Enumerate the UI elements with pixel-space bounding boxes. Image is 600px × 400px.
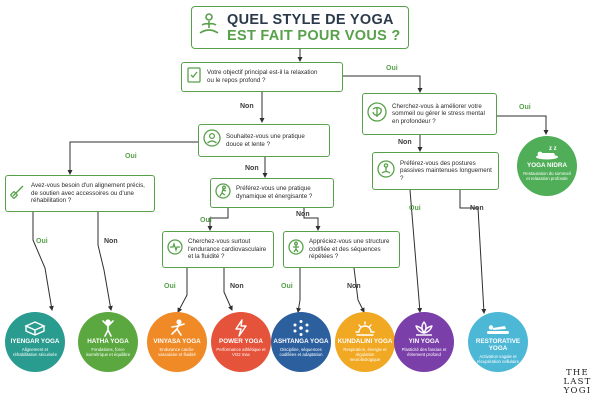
yin-name: YIN YOGA (408, 338, 440, 345)
yoga-nidra-name: YOGA NIDRA (527, 162, 567, 169)
label-q3-no: Non (398, 139, 412, 146)
question-3: Cherchez-vous à améliorer votre sommeil … (362, 93, 497, 135)
standing-person-icon (288, 239, 304, 260)
label-q7-no: Non (230, 283, 244, 290)
question-8-text: Appréciez-vous une structure codifiée et… (309, 238, 390, 261)
result-kundalini: KUNDALINI YOGA Respiration, énergie et r… (335, 312, 395, 372)
kundalini-desc: Respiration, énergie et régulation neuro… (343, 347, 387, 363)
iyengar-name: IYENGAR YOGA (10, 338, 60, 345)
question-4: Avez-vous besoin d'un alignement précis,… (5, 175, 155, 212)
yin-desc: Plasticité des fascias et étirement prof… (401, 347, 447, 358)
yoga-mat-icon (10, 183, 26, 204)
sleep-icon: z z (534, 143, 560, 161)
question-8: Appréciez-vous une structure codifiée et… (283, 231, 400, 268)
heart-pulse-icon (167, 239, 183, 260)
title-box: QUEL STYLE DE YOGA EST FAIT POUR VOUS ? (191, 6, 409, 49)
arrow-q4-no (97, 212, 113, 311)
arrow-q8-no (353, 267, 365, 313)
result-iyengar: IYENGAR YOGA Alignement et réhabilitatio… (5, 312, 65, 372)
seated-pose-icon (377, 159, 395, 183)
result-power: POWER YOGA Performance athlétique et VO2… (211, 312, 271, 372)
label-q6-yes: Oui (409, 205, 421, 212)
label-q5-yes: Oui (200, 217, 212, 224)
result-ashtanga: ASHTANGA YOGA Discipline, séquences codi… (271, 312, 331, 372)
checklist-icon (186, 66, 202, 89)
meditation-icon (196, 12, 222, 43)
vinyasa-desc: Endurance cardio-vasculaire et fluidité (158, 347, 196, 358)
lightning-icon (234, 319, 248, 337)
arrow-q1-yes (343, 75, 423, 93)
result-hatha: HATHA YOGA Fondations, force isométrique… (78, 312, 138, 372)
question-5: Préférez-vous une pratique dynamique et … (210, 178, 334, 208)
label-q1-yes: Oui (386, 65, 398, 72)
question-6: Préférez-vous des postures passives main… (372, 152, 499, 190)
power-name: POWER YOGA (219, 338, 263, 345)
kundalini-name: KUNDALINI YOGA (337, 338, 393, 345)
question-2: Souhaitez-vous une pratique douce et len… (198, 124, 330, 157)
power-desc: Performance athlétique et VO2 max (216, 347, 266, 358)
label-q4-yes: Oui (36, 238, 48, 245)
yoga-nidra-desc: Restauration du sommeil et relaxation pr… (523, 171, 571, 182)
arrow-q5-no (303, 208, 321, 231)
question-5-text: Préférez-vous une pratique dynamique et … (236, 185, 313, 200)
restorative-name: RESTORATIVE YOGA (475, 338, 521, 352)
label-q6-no: Non (470, 205, 484, 212)
blocks-icon (23, 319, 47, 337)
question-1: Votre objectif principal est-il la relax… (181, 62, 343, 92)
logo-line-2: YOGI (563, 386, 592, 396)
question-1-text: Votre objectif principal est-il la relax… (207, 69, 318, 84)
question-7: Cherchez-vous surtout l'endurance cardio… (162, 231, 274, 268)
reclining-pose-icon (485, 319, 511, 337)
label-q4-no: Non (104, 238, 118, 245)
arrow-q6-no (459, 190, 487, 314)
arrow-q7-yes (177, 268, 188, 313)
label-q1-no: Non (240, 103, 254, 110)
logo-line-1: THE LAST (563, 368, 592, 387)
hatha-desc: Fondations, force isométrique et équilib… (85, 347, 131, 358)
result-restorative: RESTORATIVE YOGA Activation vagale et ré… (468, 312, 528, 372)
arrow-q6-yes (409, 189, 423, 313)
arrow-q8-yes (296, 268, 302, 313)
ashtanga-name: ASHTANGA YOGA (273, 338, 329, 345)
arrow-q5-yes (207, 208, 229, 231)
arrow-q3-nidra (497, 115, 549, 135)
question-2-text: Souhaitez-vous une pratique douce et len… (226, 132, 305, 148)
result-yin: YIN YOGA Plasticité des fascias et étire… (394, 312, 454, 372)
arrow-q7-no (223, 268, 233, 311)
question-4-text: Avez-vous besoin d'un alignement précis,… (31, 182, 145, 205)
dots-circle-icon (292, 319, 310, 337)
svg-text:z z: z z (549, 146, 557, 152)
label-q7-yes: Oui (164, 283, 176, 290)
arrow-q2-yes (67, 141, 198, 175)
label-q2-no: Non (245, 165, 259, 172)
result-yoga-nidra: z z YOGA NIDRA Restauration du sommeil e… (517, 136, 577, 196)
title-line-1: QUEL STYLE DE YOGA (227, 11, 394, 28)
restorative-desc: Activation vagale et récupération cellul… (476, 354, 520, 365)
running-person-icon (215, 182, 231, 204)
person-icon (203, 129, 221, 152)
label-q8-yes: Oui (281, 283, 293, 290)
label-q3-yes: Oui (519, 104, 531, 111)
vinyasa-name: VINYASA YOGA (153, 338, 201, 345)
standing-pose-icon (99, 319, 117, 337)
question-3-text: Cherchez-vous à améliorer votre sommeil … (392, 102, 485, 125)
hatha-name: HATHA YOGA (87, 338, 129, 345)
label-q5-no: Non (296, 211, 310, 218)
title-line-2: EST FAIT POUR VOUS ? (227, 27, 401, 44)
sun-icon (355, 319, 375, 337)
question-6-text: Préférez-vous des postures passives main… (400, 159, 492, 182)
lotus-icon (413, 319, 435, 337)
iyengar-desc: Alignement et réhabilitation sécurisée (13, 347, 57, 358)
brain-icon (367, 101, 387, 127)
label-q2-yes: Oui (125, 153, 137, 160)
label-q8-no: Non (347, 283, 361, 290)
ashtanga-desc: Discipline, séquences codifiées et adapt… (279, 347, 323, 358)
question-7-text: Cherchez-vous surtout l'endurance cardio… (188, 238, 267, 261)
arrow-q4-yes (32, 212, 54, 311)
brand-logo: THE LAST YOGI (555, 369, 600, 396)
result-vinyasa: VINYASA YOGA Endurance cardio-vasculaire… (147, 312, 207, 372)
flow-pose-icon (167, 319, 187, 337)
